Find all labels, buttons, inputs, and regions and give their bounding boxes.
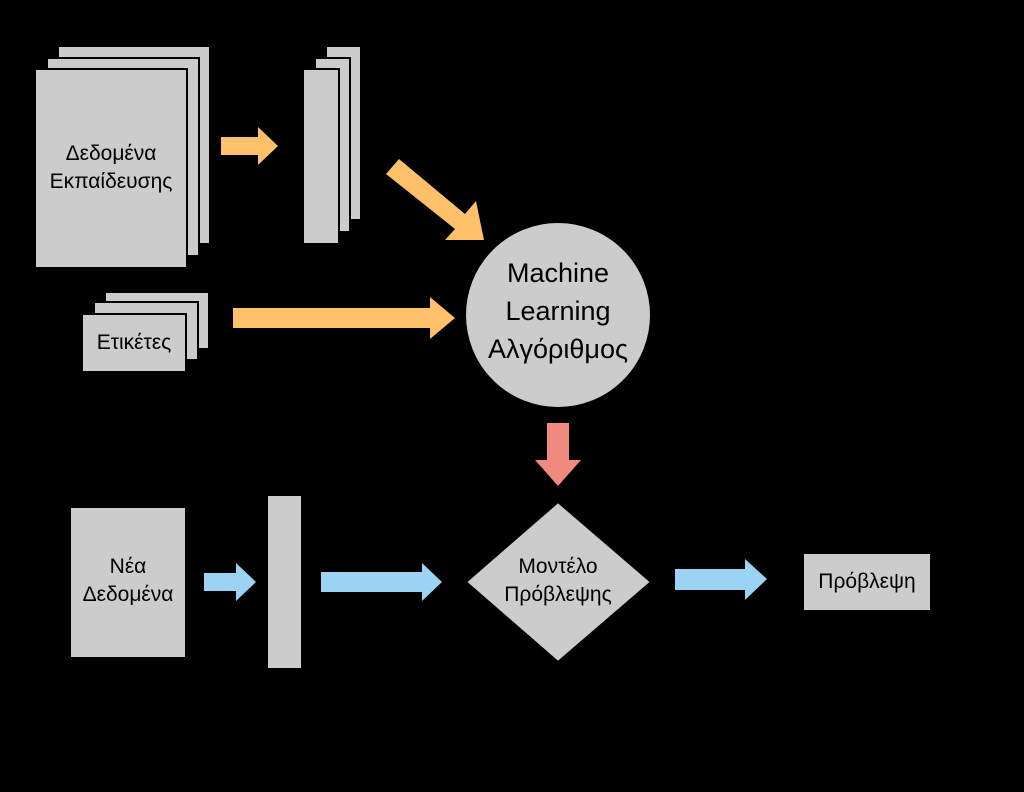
- ml-algorithm-node: Machine Learning Αλγόριθμος: [464, 221, 652, 409]
- labels-label: Ετικέτες: [97, 331, 172, 354]
- new-data-node: Νέα Δεδομένα: [69, 506, 187, 659]
- labels-sheet-front: [81, 313, 187, 373]
- new-data-label-line2: Δεδομένα: [83, 583, 174, 606]
- ml-algorithm-circle: [464, 221, 652, 409]
- prediction-label: Πρόβλεψη: [818, 570, 915, 593]
- arrow-features-to-algorithm: [386, 159, 484, 240]
- arrow-features-to-model: [321, 563, 442, 601]
- new-data-sheet: [69, 506, 187, 659]
- training-feature-bar-front: [302, 68, 340, 245]
- arrow-labels-to-algorithm: [233, 297, 455, 339]
- prediction-model-label-line2: Πρόβλεψης: [504, 583, 612, 606]
- arrow-training-to-features: [221, 127, 278, 165]
- prediction-model-label-line1: Μοντέλο: [518, 555, 597, 578]
- ml-algorithm-label-line3: Αλγόριθμος: [488, 334, 628, 364]
- arrow-model-to-prediction: [675, 559, 767, 600]
- new-data-label-line1: Νέα: [110, 555, 147, 578]
- prediction-node: Πρόβλεψη: [802, 552, 932, 612]
- new-data-feature-bar: [266, 494, 303, 670]
- arrow-algorithm-to-model: [535, 423, 581, 486]
- arrow-new-data-to-features: [204, 563, 256, 601]
- prediction-box: [802, 552, 932, 612]
- training-data-stack: Δεδομένα Εκπαίδευσης: [34, 45, 211, 269]
- ml-algorithm-label-line2: Learning: [505, 296, 610, 326]
- prediction-model-node: Μοντέλο Πρόβλεψης: [464, 500, 653, 664]
- prediction-model-diamond: [464, 500, 653, 664]
- labels-stack: Ετικέτες: [81, 291, 210, 373]
- ml-algorithm-label-line1: Machine: [507, 258, 609, 288]
- training-data-sheet-front: [34, 68, 188, 269]
- training-data-label-line1: Δεδομένα: [66, 142, 157, 165]
- training-data-label-line2: Εκπαίδευσης: [50, 170, 173, 193]
- training-features-stack: [302, 45, 362, 245]
